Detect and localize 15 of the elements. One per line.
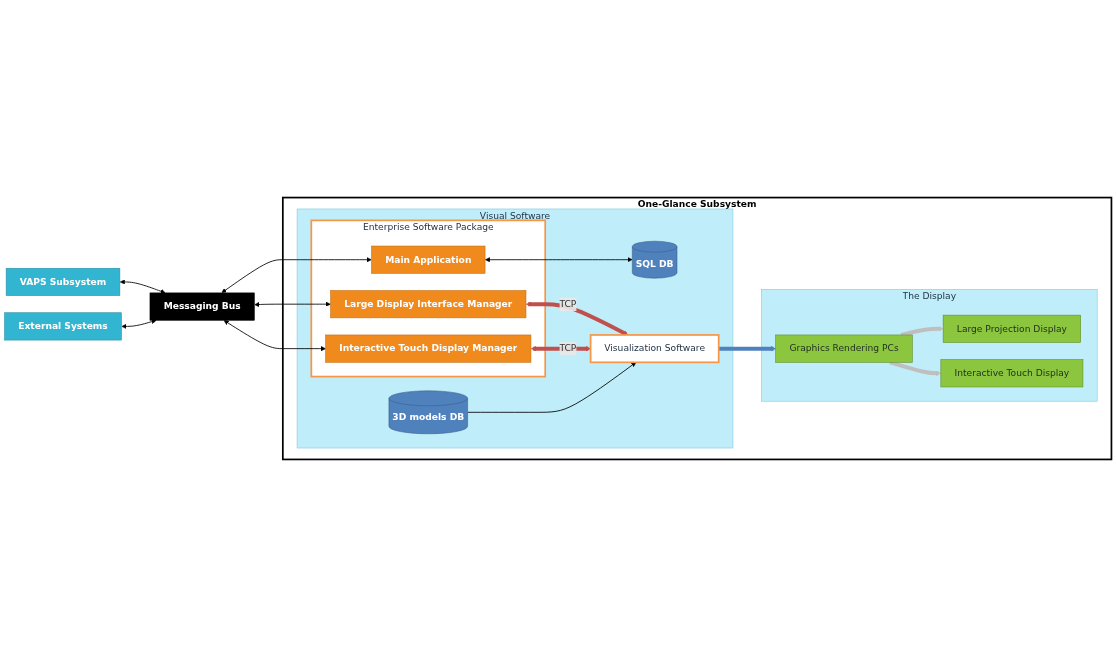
node-box: External Systems (4, 312, 122, 341)
node-box: Messaging Bus (149, 292, 255, 321)
node-box: Visualization Software (589, 334, 720, 364)
arrow (900, 326, 944, 337)
arrow (718, 346, 776, 352)
node-box: Interactive Touch Display Manager (325, 334, 532, 363)
node-box: Large Projection Display (942, 314, 1081, 343)
arrow (525, 301, 629, 336)
node-box: Main Application (371, 245, 486, 274)
node-box: Graphics Rendering PCs (775, 334, 913, 363)
node-box: Interactive Touch Display (940, 359, 1084, 388)
edge-label: TCP (559, 298, 577, 310)
node-box: Large Display Interface Manager (330, 290, 527, 319)
node-box: VAPS Subsystem (5, 267, 121, 296)
edge-label: TCP (559, 342, 577, 354)
